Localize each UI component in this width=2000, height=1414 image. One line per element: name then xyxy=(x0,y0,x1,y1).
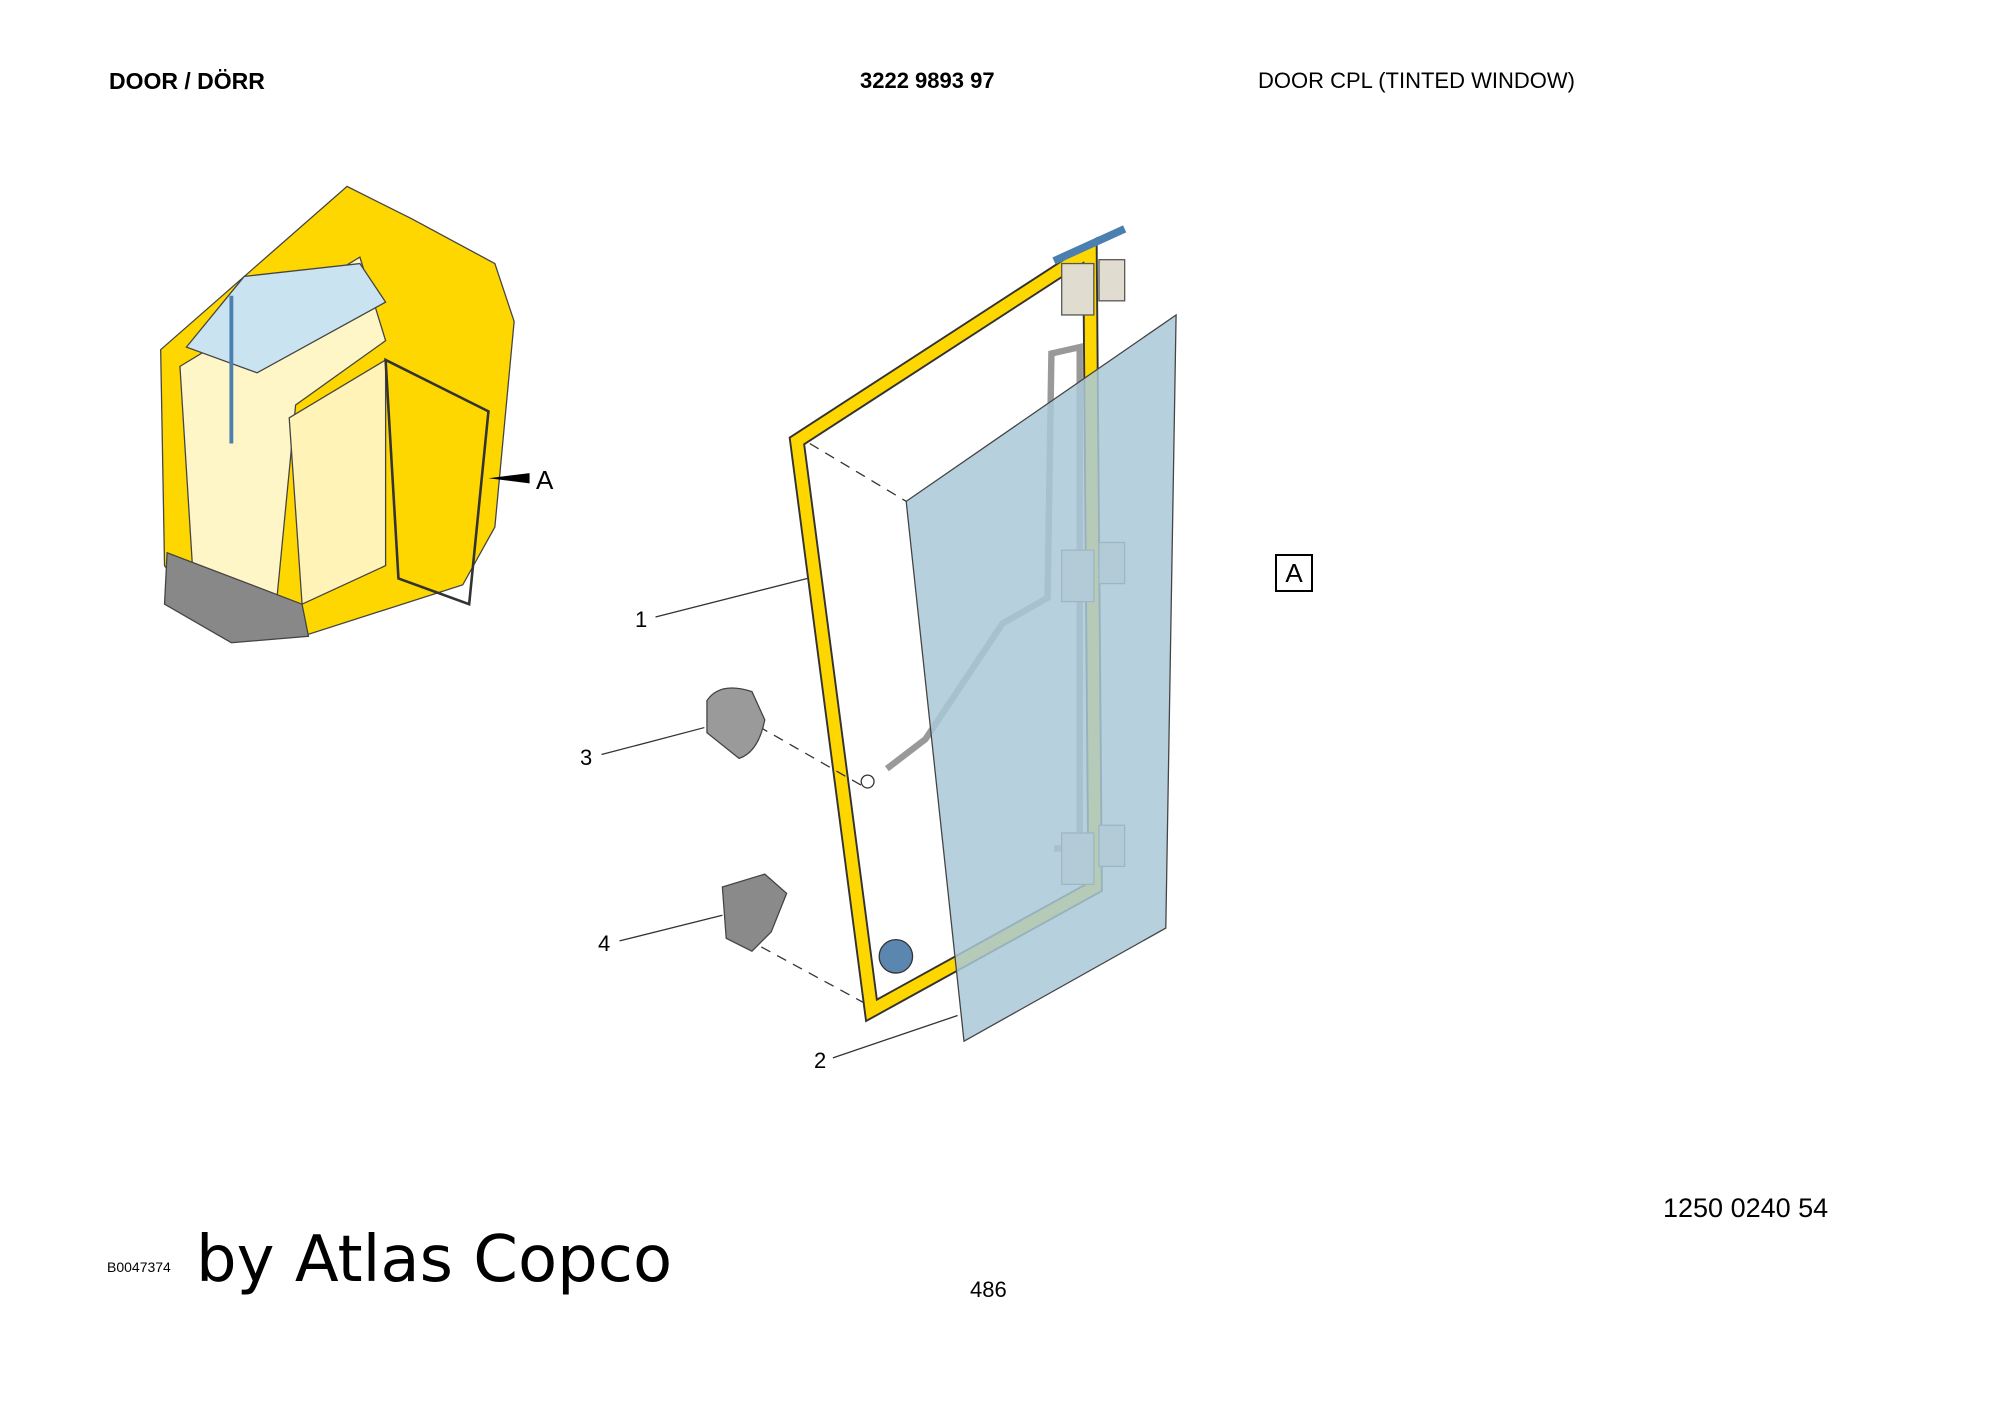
page-number: 486 xyxy=(970,1277,1007,1302)
reference-number: 1250 0240 54 xyxy=(1663,1193,1829,1223)
section-title: DOOR / DÖRR xyxy=(109,68,265,94)
glass-part-2 xyxy=(905,313,1177,1043)
detail-pointer-icon xyxy=(488,473,530,484)
image-id: B0047374 xyxy=(107,1259,171,1275)
part-4 xyxy=(721,873,788,952)
part-number: 3222 9893 97 xyxy=(860,68,995,93)
callout-2: 2 xyxy=(814,1048,827,1073)
part-3 xyxy=(706,687,766,760)
part-description: DOOR CPL (TINTED WINDOW) xyxy=(1258,68,1575,93)
callout-1: 1 xyxy=(635,607,648,632)
detail-box: A xyxy=(1275,554,1313,592)
callout-4: 4 xyxy=(598,931,611,956)
cab-illustration xyxy=(160,185,515,644)
detail-label: A xyxy=(536,465,554,495)
brand-text: by Atlas Copco xyxy=(196,1223,673,1297)
callout-3: 3 xyxy=(580,745,593,770)
